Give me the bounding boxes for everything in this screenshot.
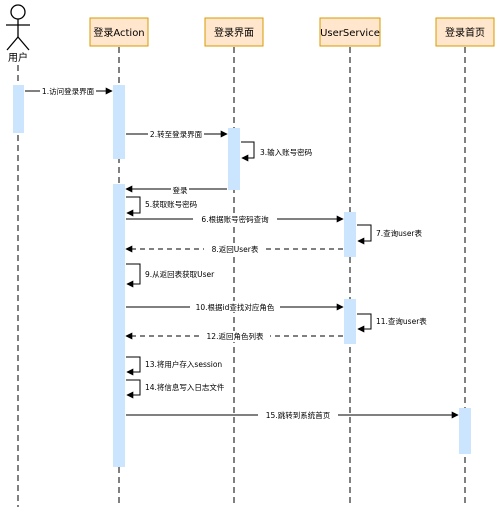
self-message-arrow	[241, 141, 255, 162]
message-labels: 1.访问登录界面 2.转至登录界面 3.输入账号密码 登录 5.获取账号密码 6…	[40, 85, 427, 421]
activation-user	[13, 85, 24, 133]
message-label: 1.访问登录界面	[42, 86, 95, 96]
message-label: 5.获取账号密码	[145, 199, 198, 209]
message-label: 14.将信息写入日志文件	[145, 382, 225, 392]
message-label: 13.将用户存入session	[145, 359, 222, 369]
participant-user-service: UserService	[319, 17, 381, 47]
self-message-arrow	[126, 356, 141, 376]
self-message-arrow	[357, 313, 372, 333]
activations	[13, 85, 471, 467]
self-message-arrow	[126, 379, 141, 399]
self-message-arrow	[126, 196, 141, 217]
activation-action-1	[113, 85, 125, 159]
message-label: 10.根据id查找对应角色	[196, 302, 275, 312]
self-message-arrow	[126, 263, 141, 288]
participant-label: UserService	[320, 28, 380, 39]
message-label: 3.输入账号密码	[260, 147, 313, 157]
activation-home	[459, 408, 471, 454]
participant-label: 登录界面	[214, 26, 254, 39]
activation-ui	[228, 128, 240, 190]
lifelines	[17, 47, 466, 507]
message-label: 12.返回角色列表	[207, 331, 264, 341]
message-label: 2.转至登录界面	[150, 129, 203, 139]
participant-login-ui: 登录界面	[204, 17, 264, 47]
participant-label: 登录首页	[445, 26, 485, 39]
participant-login-home: 登录首页	[435, 17, 495, 47]
activation-action-2	[113, 184, 125, 467]
participant-login-action: 登录Action	[89, 17, 149, 47]
participant-label: 登录Action	[93, 26, 144, 39]
actor-label: 用户	[8, 51, 28, 64]
message-label: 8.返回User表	[212, 244, 259, 254]
self-message-arrow	[357, 224, 372, 245]
message-label: 6.根据账号密码查询	[201, 214, 269, 224]
message-label: 11.查询user表	[376, 316, 427, 326]
message-label: 7.查询user表	[376, 228, 423, 238]
message-label: 登录	[173, 185, 188, 195]
activation-service-2	[344, 299, 356, 344]
activation-service-1	[344, 212, 356, 257]
actor-user-icon	[6, 4, 30, 51]
message-label: 15.跳转到系统首页	[266, 410, 331, 420]
message-label: 9.从返回表获取User	[145, 269, 215, 279]
